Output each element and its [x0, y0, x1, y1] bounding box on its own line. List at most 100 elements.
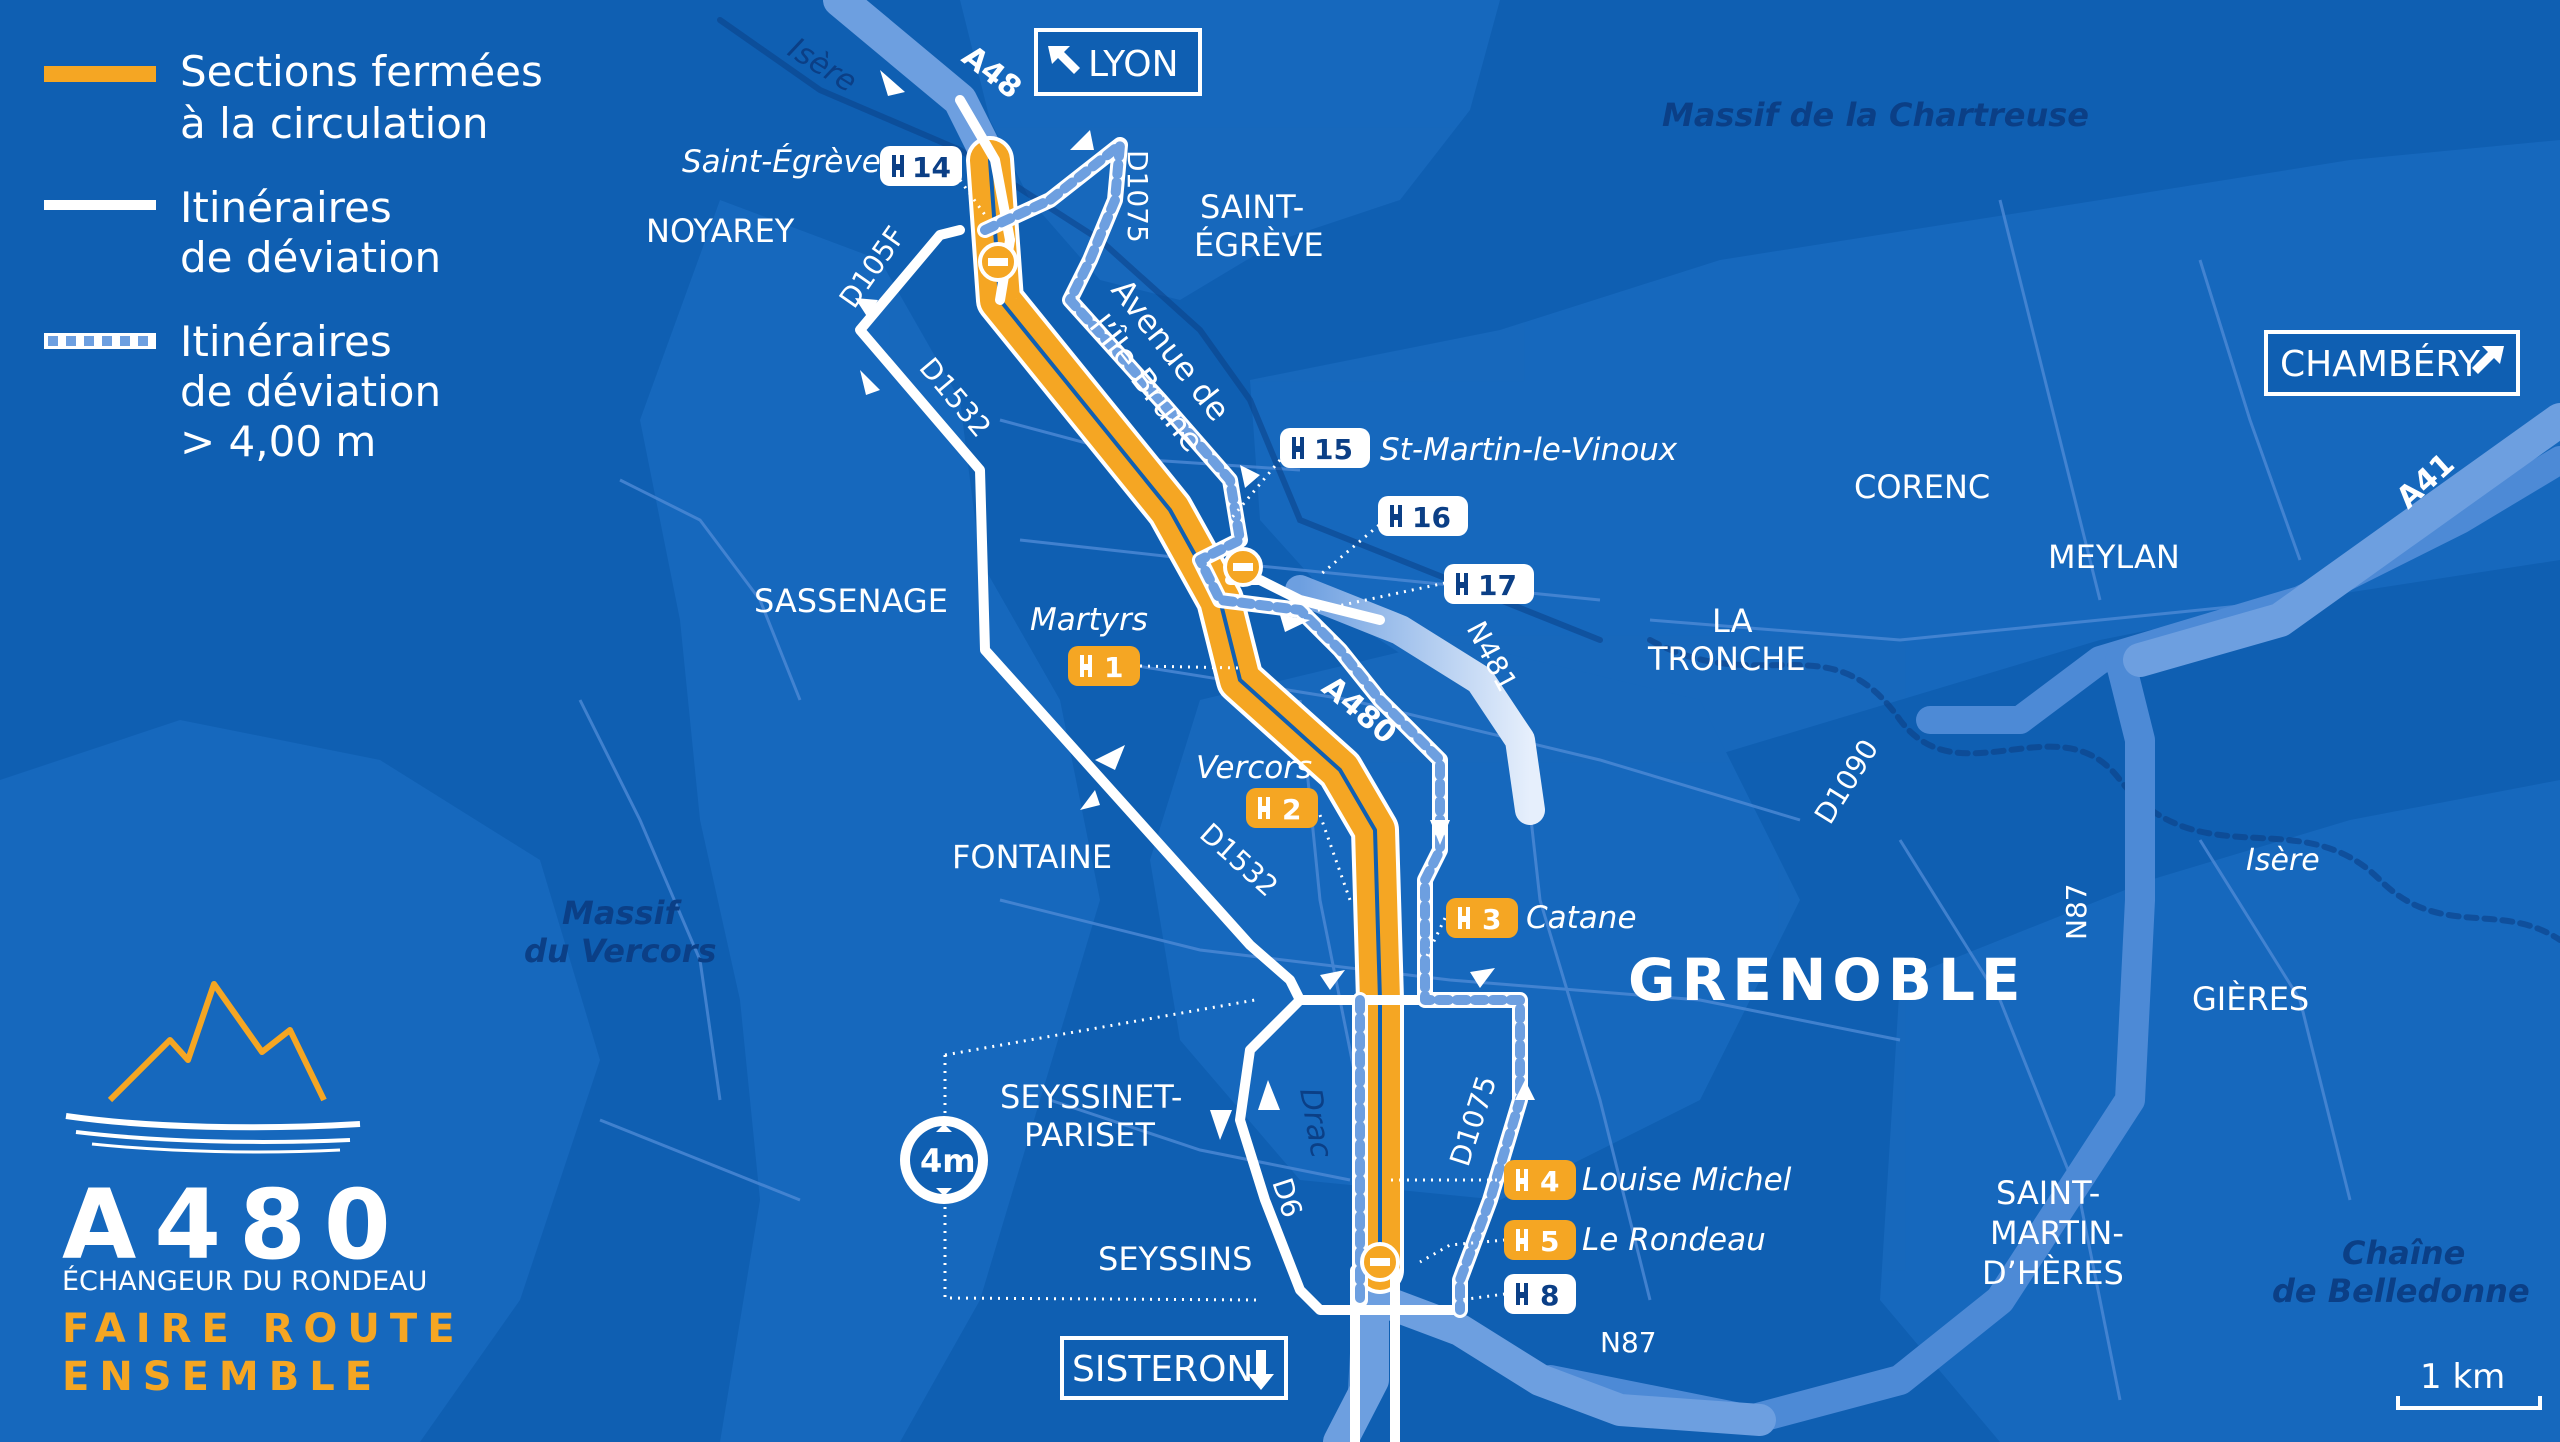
massif-belledonne-1: Chaîne [2342, 1234, 2465, 1272]
mountain-logo-icon [107, 981, 327, 1103]
exit-badge-16[interactable]: 16 [1378, 496, 1468, 536]
detour-routes-high[interactable] [977, 137, 1528, 1318]
legend-detour-high-label-3: > 4,00 m [180, 417, 376, 466]
exit-1-name: Martyrs [1030, 602, 1148, 638]
exit-14-name: Saint-Égrève [682, 144, 881, 180]
massif-vercors-2: du Vercors [524, 932, 717, 970]
legend-swatch-closed [44, 66, 156, 82]
a480-closed-sections[interactable] [966, 136, 1404, 1294]
legend-swatch-detour [44, 200, 156, 210]
detour-arrows [855, 70, 1535, 1140]
exit-16-number: 16 [1412, 501, 1451, 534]
arrow-up-left-icon [1048, 46, 1080, 74]
town-grenoble: GRENOBLE [1628, 946, 2027, 1014]
exit-4-name: Louise Michel [1582, 1162, 1792, 1198]
logo-title: A480 [62, 1169, 409, 1281]
town-smh-1: SAINT- [1996, 1174, 2100, 1212]
legend-closed-label-1: Sections fermées [180, 47, 543, 96]
direction-sign-lyon: LYON [1034, 28, 1202, 96]
legend: Sections fermées à la circulation Itinér… [44, 47, 543, 466]
height-down-arrow-icon [936, 1188, 952, 1196]
legend-closed-label-2: à la circulation [180, 99, 489, 148]
exit-icon [1516, 1169, 1528, 1191]
exit-badge-17[interactable]: 17 [1444, 564, 1534, 604]
town-la-tronche-1: LA [1712, 602, 1753, 640]
road-n87-vertical: N87 [2060, 883, 2093, 940]
arrow-down-icon [1248, 1350, 1274, 1390]
exit-badge-14[interactable]: Saint-Égrève 14 [682, 144, 962, 186]
height-limit-text: 4m [920, 1142, 976, 1180]
town-seyssinet-1: SEYSSINET- [1000, 1078, 1182, 1116]
legend-detour-high-label-1: Itinéraires [180, 317, 392, 366]
exit-2-name: Vercors [1196, 750, 1312, 786]
exit-badge-3[interactable]: 3 Catane [1446, 898, 1637, 938]
exit-5-number: 5 [1540, 1225, 1559, 1258]
exit-4-number: 4 [1540, 1165, 1559, 1198]
town-seyssins: SEYSSINS [1098, 1240, 1252, 1278]
logo: A480 ÉCHANGEUR DU RONDEAU FAIRE ROUTE EN… [62, 981, 465, 1400]
direction-lyon-label: LYON [1088, 44, 1179, 85]
height-limit-sign: 4m [900, 1116, 988, 1204]
exit-badge-2[interactable]: Vercors 2 [1196, 750, 1318, 828]
exit-17-number: 17 [1478, 569, 1517, 602]
exit-badge-5[interactable]: 5 Le Rondeau [1504, 1220, 1766, 1260]
river-isere-e-label: Isère [2246, 843, 2320, 878]
closure-marker-south [1360, 1242, 1400, 1282]
exit-badge-1[interactable]: Martyrs 1 [1030, 602, 1148, 686]
legend-detour-label-1: Itinéraires [180, 183, 392, 232]
exit-icon [1390, 505, 1402, 527]
town-noyarey: NOYAREY [646, 212, 795, 250]
exit-icon [892, 155, 904, 177]
height-up-arrow-icon [936, 1124, 952, 1132]
massif-labels: Massif de la Chartreuse Massif du Vercor… [524, 96, 2530, 1310]
arrow-up-right-icon [2472, 346, 2504, 374]
legend-detour-high-label-2: de déviation [180, 367, 441, 416]
isere-river-e [1647, 637, 2560, 943]
exit-3-number: 3 [1482, 903, 1501, 936]
exit-icon [1516, 1283, 1528, 1305]
exit-badge-8[interactable]: 8 [1504, 1274, 1576, 1314]
massif-belledonne-2: de Belledonne [2272, 1272, 2530, 1310]
direction-chambery-label: CHAMBÉRY [2280, 343, 2481, 385]
exit-icon [1292, 437, 1304, 459]
exit-badge-4[interactable]: 4 Louise Michel [1504, 1160, 1792, 1200]
massif-vercors-1: Massif [562, 894, 683, 932]
massif-chartreuse: Massif de la Chartreuse [1662, 96, 2089, 134]
closure-marker-middle [1223, 547, 1263, 587]
exit-2-number: 2 [1282, 793, 1301, 826]
logo-slogan-1: FAIRE ROUTE [62, 1306, 465, 1352]
exit-14-number: 14 [912, 151, 951, 184]
logo-subtitle: ÉCHANGEUR DU RONDEAU [62, 1265, 427, 1297]
exit-15-number: 15 [1314, 433, 1353, 466]
exit-15-name: St-Martin-le-Vinoux [1380, 432, 1678, 468]
direction-sign-chambery: CHAMBÉRY [2264, 330, 2520, 396]
scale-label: 1 km [2420, 1357, 2505, 1397]
exit-1-number: 1 [1104, 651, 1123, 684]
scale-bar: 1 km [2396, 1357, 2542, 1410]
exit-icon [1516, 1229, 1528, 1251]
exit-8-number: 8 [1540, 1279, 1559, 1312]
town-smh-2: MARTIN- [1990, 1214, 2124, 1252]
exit-icon [1080, 655, 1092, 677]
exit-3-name: Catane [1526, 900, 1637, 936]
closure-marker-north [978, 242, 1018, 282]
logo-slogan-2: ENSEMBLE [62, 1354, 382, 1400]
direction-sign-sisteron: SISTERON [1060, 1336, 1288, 1400]
exit-icon [1456, 573, 1468, 595]
road-n87-south: N87 [1600, 1326, 1657, 1359]
legend-detour-label-2: de déviation [180, 233, 441, 282]
closure-markers [978, 242, 1400, 1282]
exit-icon [1458, 907, 1470, 929]
town-corenc: CORENC [1854, 468, 1990, 506]
town-fontaine: FONTAINE [952, 838, 1112, 876]
town-smh-3: D’HÈRES [1982, 1254, 2124, 1292]
town-saint-egreve-2: ÉGRÈVE [1194, 226, 1324, 264]
road-d1075-north: D1075 [1121, 150, 1154, 243]
town-la-tronche-2: TRONCHE [1647, 640, 1806, 678]
town-meylan: MEYLAN [2048, 538, 2180, 576]
exit-badge-15[interactable]: 15 St-Martin-le-Vinoux [1280, 428, 1678, 468]
direction-sisteron-label: SISTERON [1072, 1349, 1253, 1390]
town-sassenage: SASSENAGE [754, 582, 948, 620]
